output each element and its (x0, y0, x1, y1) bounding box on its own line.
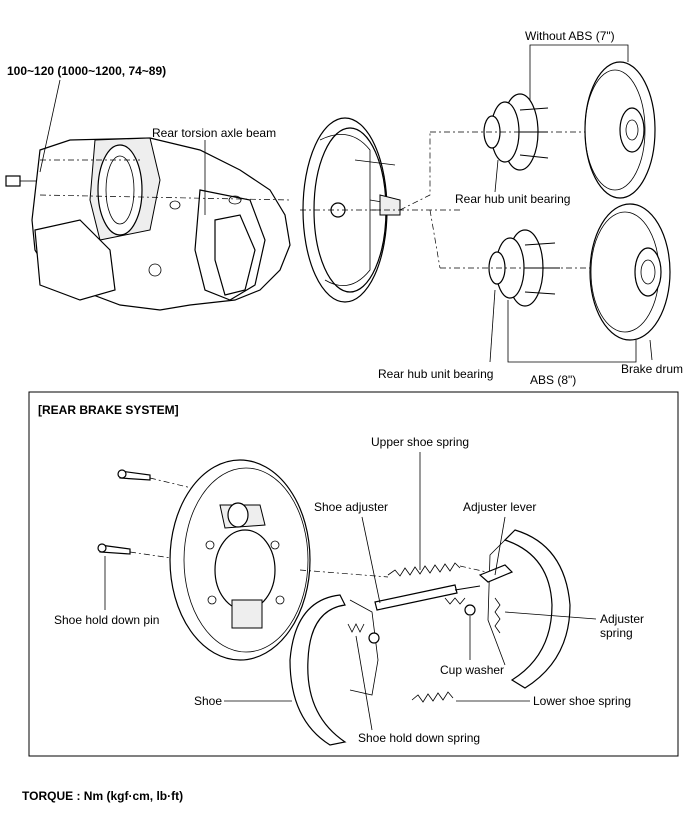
without-abs-label: Without ABS (7") (525, 29, 615, 43)
upper-shoe-spring-label: Upper shoe spring (371, 435, 469, 449)
shoe-hold-down-spring-label: Shoe hold down spring (358, 731, 480, 745)
hub-bearing-lower-drawing (440, 229, 600, 307)
shoe-label: Shoe (194, 694, 222, 708)
cup-washer-label: Cup washer (440, 663, 504, 677)
brake-drum-lower-drawing (589, 203, 671, 341)
exploded-brake-drawing (97, 459, 571, 746)
adjuster-lever-label: Adjuster lever (463, 500, 536, 514)
torque-unit-label: TORQUE : Nm (kgf·cm, lb·ft) (22, 789, 183, 803)
brake-drum-upper-drawing (584, 61, 656, 199)
rear-brake-system-box (28, 391, 679, 757)
rear-hub-unit-bearing-upper-label: Rear hub unit bearing (455, 192, 570, 206)
backing-plate-top-drawing (300, 117, 460, 303)
rear-hub-unit-bearing-lower-label: Rear hub unit bearing (378, 367, 493, 381)
adjuster-spring-label-line1: Adjuster (600, 612, 644, 626)
brake-drum-label: Brake drum (621, 362, 683, 376)
lower-shoe-spring-label: Lower shoe spring (533, 694, 631, 708)
abs-label: ABS (8") (530, 373, 576, 387)
adjuster-spring-label-line2: spring (600, 626, 633, 640)
shoe-adjuster-label: Shoe adjuster (314, 500, 388, 514)
axle-beam-drawing (5, 137, 291, 311)
rear-torsion-axle-beam-label: Rear torsion axle beam (152, 126, 276, 140)
torque-spec-label: 100~120 (1000~1200, 74~89) (7, 64, 166, 78)
rear-brake-system-title: [REAR BRAKE SYSTEM] (38, 403, 179, 417)
hub-bearing-upper-drawing (430, 93, 590, 171)
shoe-hold-down-pin-label: Shoe hold down pin (54, 613, 159, 627)
